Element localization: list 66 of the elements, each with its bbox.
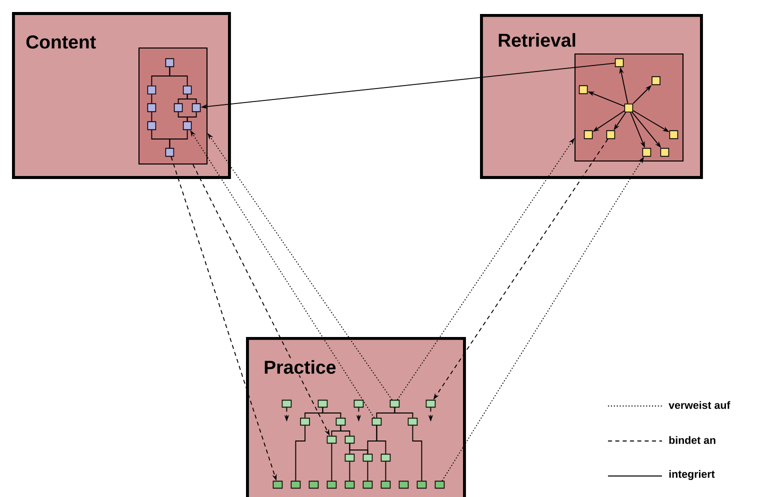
connector-line bbox=[385, 461, 386, 482]
connector-line bbox=[331, 443, 332, 482]
small-square bbox=[660, 148, 670, 157]
small-square bbox=[147, 86, 156, 94]
small-square bbox=[272, 480, 283, 489]
small-square bbox=[290, 480, 301, 489]
small-square bbox=[380, 480, 391, 489]
panel-box bbox=[246, 337, 466, 497]
small-square bbox=[390, 400, 400, 408]
legend-label: integriert bbox=[669, 470, 715, 480]
small-square bbox=[398, 480, 409, 489]
small-square bbox=[174, 103, 183, 112]
small-square bbox=[344, 454, 355, 462]
connector-line bbox=[295, 425, 306, 482]
small-square bbox=[434, 480, 445, 489]
small-square bbox=[182, 86, 192, 94]
small-square bbox=[344, 480, 355, 489]
small-square bbox=[308, 480, 319, 489]
small-square bbox=[165, 148, 174, 157]
panel-title: Retrieval bbox=[496, 32, 578, 48]
small-square bbox=[408, 418, 418, 426]
small-square bbox=[614, 58, 624, 68]
small-square bbox=[344, 436, 355, 444]
small-square bbox=[416, 480, 427, 489]
small-square bbox=[300, 418, 310, 426]
connector-line bbox=[151, 94, 152, 104]
connector-line bbox=[169, 130, 188, 148]
connector-line bbox=[340, 425, 350, 436]
small-square bbox=[362, 480, 373, 489]
legend-label: bindet an bbox=[669, 436, 716, 444]
small-square bbox=[336, 418, 346, 426]
small-square bbox=[318, 400, 328, 408]
connector-line bbox=[376, 425, 386, 454]
connector-line bbox=[367, 461, 368, 482]
small-square bbox=[147, 103, 156, 112]
connector-line bbox=[412, 425, 422, 482]
panel-title: Content bbox=[24, 34, 98, 50]
small-square bbox=[282, 400, 292, 408]
panel-title: Practice bbox=[262, 358, 338, 376]
small-square bbox=[642, 148, 652, 157]
connector-line bbox=[186, 94, 197, 104]
small-square bbox=[147, 121, 156, 130]
small-square bbox=[372, 418, 382, 426]
small-square bbox=[606, 130, 616, 140]
connector-line bbox=[186, 112, 197, 122]
small-square bbox=[652, 76, 660, 86]
small-square bbox=[426, 400, 436, 408]
small-square bbox=[584, 130, 593, 140]
small-square bbox=[380, 454, 391, 462]
connector-line bbox=[322, 407, 342, 418]
small-square bbox=[326, 436, 337, 444]
small-square bbox=[165, 58, 174, 68]
connector-line bbox=[151, 112, 152, 122]
small-square bbox=[362, 454, 373, 462]
small-square bbox=[182, 121, 192, 130]
connector-line bbox=[394, 407, 414, 418]
small-square bbox=[578, 85, 588, 94]
small-square bbox=[326, 480, 337, 489]
small-square bbox=[624, 104, 634, 112]
inner-box bbox=[574, 53, 684, 162]
small-square bbox=[669, 130, 678, 140]
legend-label: verweist auf bbox=[668, 401, 730, 409]
connector-line bbox=[349, 461, 350, 482]
connector-line bbox=[169, 66, 188, 86]
small-square bbox=[354, 400, 364, 408]
small-square bbox=[192, 103, 201, 112]
